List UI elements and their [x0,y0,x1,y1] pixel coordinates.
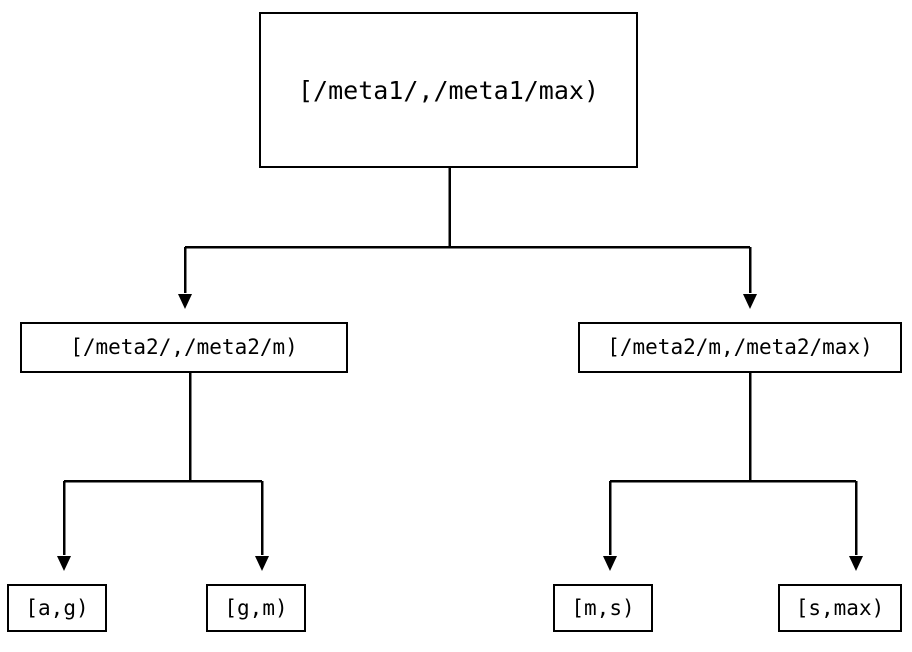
node-leaf-a-g-label: [a,g) [25,595,89,620]
node-leaf-a-g[interactable]: [a,g) [7,584,107,632]
node-leaf-s-max-label: [s,max) [795,595,885,620]
node-right-internal[interactable]: [/meta2/m,/meta2/max) [578,322,902,373]
arrowhead-root-to-right [743,294,757,309]
node-leaf-m-s-label: [m,s) [571,595,635,620]
arrowhead-right-to-ms [603,556,617,571]
node-root-label: [/meta1/,/meta1/max) [297,75,600,105]
node-right-internal-label: [/meta2/m,/meta2/max) [607,335,873,359]
node-leaf-g-m[interactable]: [g,m) [206,584,306,632]
node-left-internal-label: [/meta2/,/meta2/m) [70,335,298,359]
node-leaf-g-m-label: [g,m) [224,595,288,620]
node-leaf-s-max[interactable]: [s,max) [778,584,902,632]
arrowhead-left-to-gm [255,556,269,571]
node-root[interactable]: [/meta1/,/meta1/max) [259,12,638,168]
arrowhead-left-to-ag [57,556,71,571]
node-leaf-m-s[interactable]: [m,s) [553,584,653,632]
node-left-internal[interactable]: [/meta2/,/meta2/m) [20,322,348,373]
arrowhead-right-to-smax [849,556,863,571]
arrowhead-root-to-left [178,294,192,309]
